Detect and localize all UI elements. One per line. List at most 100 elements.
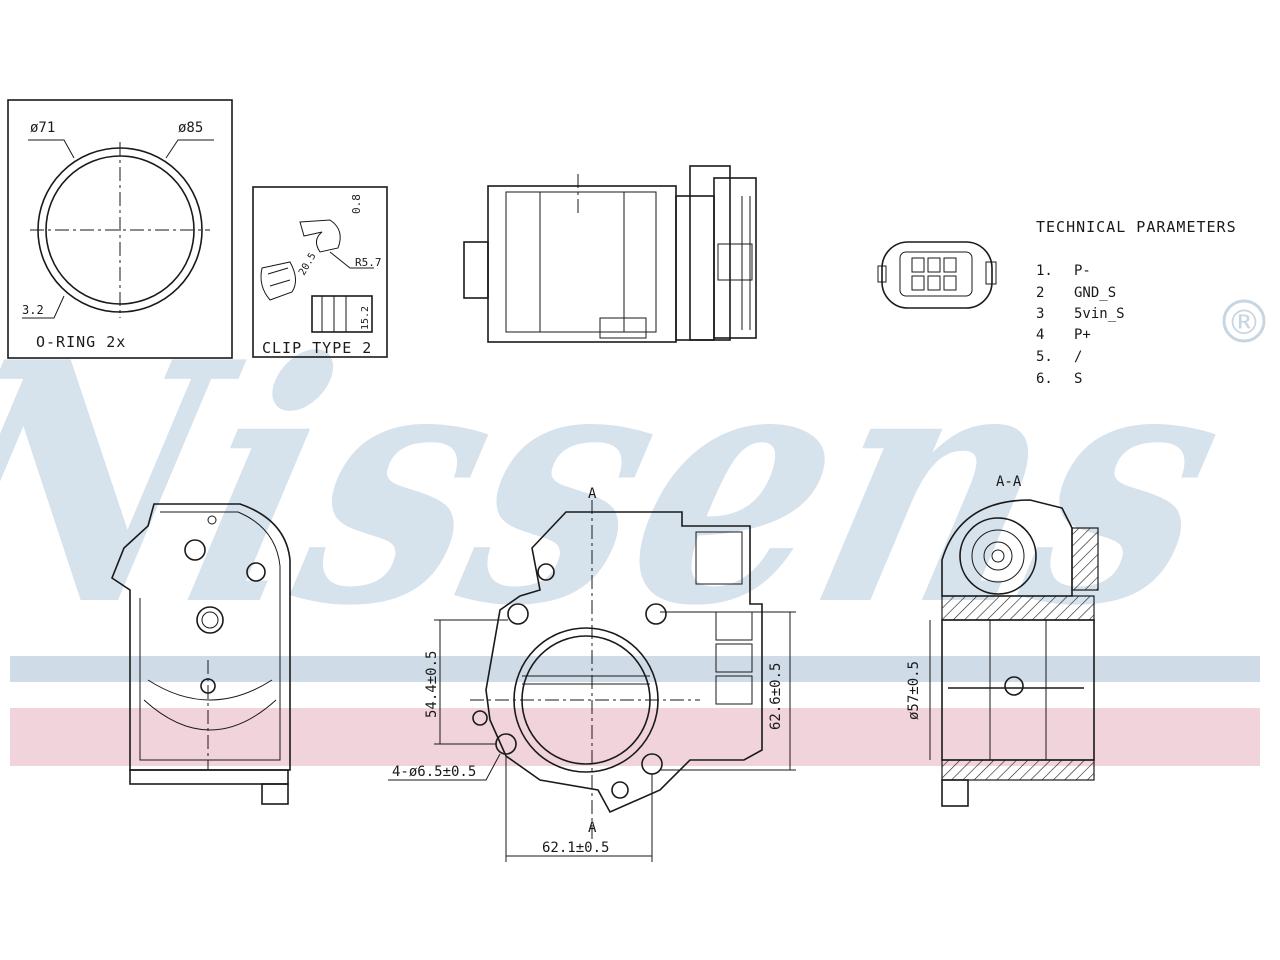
section-view-bore — [941, 619, 1095, 761]
side-view-inner — [139, 511, 281, 761]
clip-dim-a: 0.8 — [350, 194, 363, 214]
oring-leader-outer — [165, 139, 214, 159]
side-view-hole — [196, 606, 224, 634]
pin-number: 3 — [1036, 306, 1044, 322]
section-view-wall-top — [941, 595, 1095, 621]
top-view-tab — [599, 317, 647, 339]
side-view-outline — [111, 503, 291, 771]
clip-shape — [299, 219, 341, 253]
clip-detail: R5.7 0.8 15.2 20.5 CLIP TYPE 2 — [252, 186, 388, 358]
top-view-connector — [713, 177, 757, 339]
top-view-flange — [463, 241, 489, 299]
pin-number: 2 — [1036, 285, 1044, 301]
side-view-base — [129, 769, 289, 785]
dim-diameter: ø57±0.5 — [906, 661, 922, 720]
side-view-hole — [184, 539, 206, 561]
dim-width: 62.1±0.5 — [542, 840, 609, 856]
oring-caption: O-RING 2x — [36, 333, 126, 351]
front-view-motor — [695, 531, 743, 585]
oring-leader-thickness — [22, 295, 65, 319]
connector-inner — [899, 251, 973, 297]
oring-thickness: 3.2 — [22, 303, 44, 317]
oring-dia-inner: ø71 — [30, 120, 55, 136]
pin-number: 4 — [1036, 327, 1044, 343]
pin-signal: 5vin_S — [1074, 306, 1125, 322]
top-view — [463, 165, 757, 343]
connector-shell — [881, 241, 993, 309]
side-view-hole-inner — [201, 611, 219, 629]
clip-edge-line — [269, 279, 291, 287]
section-view-plate-shaft — [1004, 676, 1024, 696]
side-view-pin — [207, 515, 217, 525]
front-view-connector-slot — [715, 675, 753, 705]
side-view-foot — [261, 783, 289, 805]
top-view-housing — [505, 191, 657, 333]
watermark-stripe-pink — [10, 708, 1260, 766]
front-view-boss — [611, 781, 629, 799]
front-view-boss — [472, 710, 488, 726]
clip-frame — [252, 186, 388, 358]
front-view-outline — [485, 511, 763, 814]
side-view — [111, 503, 291, 805]
connector-pin — [911, 275, 925, 291]
registered-mark: ® — [1227, 303, 1261, 343]
connector-pin — [927, 257, 941, 273]
pin-signal: / — [1074, 349, 1082, 365]
dim-holes: 4-ø6.5±0.5 — [392, 764, 476, 780]
oring-frame — [7, 99, 233, 359]
front-view-bolt-hole — [645, 603, 667, 625]
pin-signal: S — [1074, 371, 1082, 387]
section-view-gear-inner — [983, 541, 1013, 571]
pin-signal: P+ — [1074, 327, 1091, 343]
oring-leader-inner — [28, 139, 75, 159]
section-view-shaft — [991, 549, 1005, 563]
oring-dia-outer: ø85 — [178, 120, 203, 136]
front-view-connector-slot — [715, 643, 753, 673]
front-view-bolt-hole — [507, 603, 529, 625]
watermark-stripe-blue — [10, 656, 1260, 682]
clip-dim-b: 15.2 — [360, 306, 371, 330]
clip-profile — [311, 295, 373, 333]
pin-number: 1. — [1036, 263, 1053, 279]
registered-mark-ring — [1222, 299, 1266, 343]
pin-number: 6. — [1036, 371, 1053, 387]
clip-radius: R5.7 — [355, 256, 382, 269]
section-mark-top: A — [588, 486, 597, 502]
section-view-connector — [1071, 527, 1099, 591]
section-view-title: A-A — [996, 474, 1022, 490]
pin-number: 5. — [1036, 349, 1053, 365]
front-view: A A 54.4±0.5 62.6±0.5 4-ø6.5±0.5 62.1±0.… — [388, 486, 796, 862]
front-view-boss — [537, 563, 555, 581]
clip-edge-line — [267, 267, 289, 275]
clip-caption: CLIP TYPE 2 — [262, 339, 372, 357]
section-view-gear — [971, 529, 1025, 583]
side-view-arc — [143, 699, 277, 731]
section-mark-bottom: A — [588, 820, 597, 836]
dim-holes-leader — [388, 753, 501, 781]
dim-height-left: 54.4±0.5 — [424, 651, 440, 718]
clip-dim-c: 20.5 — [297, 251, 319, 277]
technical-parameters: TECHNICAL PARAMETERS 1. P- 2 GND_S 3 5vi… — [1036, 218, 1237, 387]
section-view-wall-bottom — [941, 759, 1095, 781]
section-view-foot — [941, 779, 969, 807]
section-view-actuator — [941, 499, 1073, 597]
connector-view — [877, 241, 997, 309]
oring-detail: ø71 ø85 3.2 O-RING 2x — [7, 99, 233, 359]
connector-pin — [911, 257, 925, 273]
section-view-gear-outer — [959, 517, 1037, 595]
top-view-motor — [689, 165, 731, 341]
connector-pin — [943, 257, 957, 273]
dim-height-right: 62.6±0.5 — [768, 663, 784, 730]
tech-params-title: TECHNICAL PARAMETERS — [1036, 218, 1237, 236]
pin-signal: GND_S — [1074, 285, 1116, 301]
side-view-arc — [147, 679, 273, 701]
section-view: A-A ø57±0.5 — [906, 474, 1099, 807]
connector-pin — [943, 275, 957, 291]
clip-radius-leader — [329, 251, 374, 269]
top-view-plug — [717, 243, 753, 281]
side-view-hole — [246, 562, 266, 582]
connector-key — [877, 265, 887, 283]
connector-pin — [927, 275, 941, 291]
